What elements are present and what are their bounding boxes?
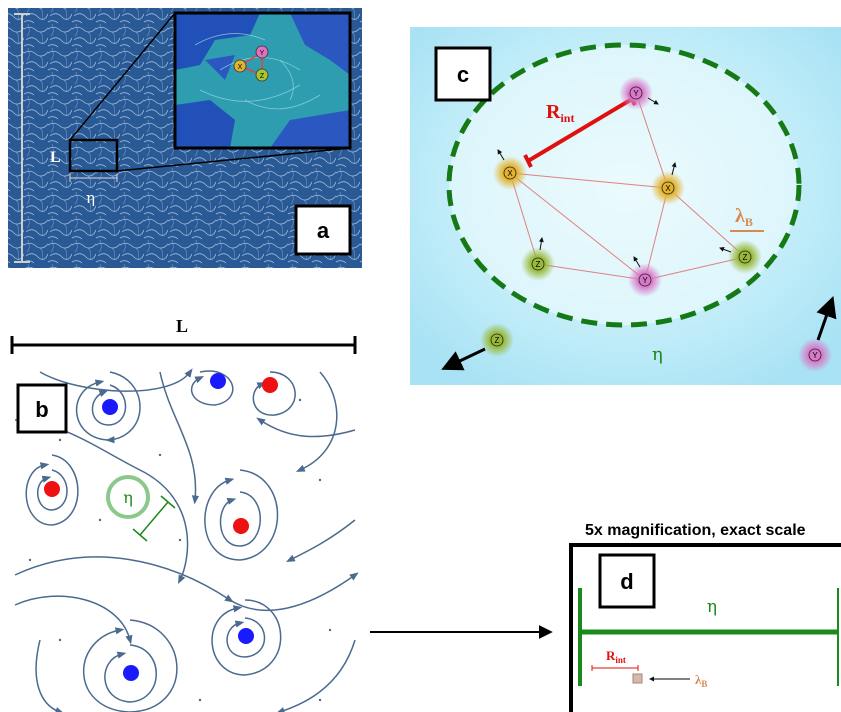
eta-scale-bar <box>139 501 169 536</box>
panel-a: L η Y X Z <box>8 8 362 268</box>
vortex-core-blue <box>102 399 118 415</box>
length-label-a: L <box>50 149 61 166</box>
svg-text:X: X <box>665 184 671 193</box>
lambda-label-d: λB <box>695 672 707 689</box>
panel-d: 5x magnification, exact scale d η Rint λ… <box>569 522 841 712</box>
vortex-core-blue <box>238 628 254 644</box>
panel-b-label-box <box>16 383 68 434</box>
svg-text:Z: Z <box>536 260 541 269</box>
lambda-square <box>632 673 643 684</box>
svg-text:Z: Z <box>495 336 500 345</box>
particle-z <box>738 250 752 264</box>
panel-d-frame <box>569 543 841 712</box>
panel-c: Rint λB Y X X Z Y <box>410 27 841 385</box>
vortex-core-red <box>262 377 278 393</box>
eta-label-b: η <box>123 488 133 507</box>
svg-text:Y: Y <box>642 276 648 285</box>
particle-y <box>629 86 643 100</box>
panel-b: L <box>10 316 359 712</box>
panel-a-label: a <box>317 218 330 243</box>
eta-label-a: η <box>86 189 95 207</box>
lambda-label-c: λB <box>735 205 753 229</box>
particle-z <box>531 257 545 271</box>
zoom-inset: Y X Z <box>173 11 352 150</box>
svg-text:Z: Z <box>260 73 265 80</box>
particles-c: Y X X Z Y Z Z <box>441 76 837 372</box>
particle-z-inset <box>255 68 269 82</box>
vortex-core-blue <box>123 665 139 681</box>
svg-text:Y: Y <box>260 50 265 57</box>
svg-text:Y: Y <box>812 351 818 360</box>
eta-circle <box>106 475 150 519</box>
panel-d-label-box <box>598 553 656 609</box>
panel-c-label-box <box>434 46 492 102</box>
eta-label-d: η <box>707 597 717 617</box>
panel-b-label: b <box>35 397 48 422</box>
panel-c-label: c <box>457 62 469 87</box>
rint-arrow <box>526 97 634 163</box>
particle-z-outside <box>490 333 504 347</box>
svg-text:Z: Z <box>743 253 748 262</box>
particle-y-outside <box>808 348 822 362</box>
rint-label-d: Rint <box>606 648 626 665</box>
svg-text:X: X <box>238 64 243 71</box>
panel-d-label: d <box>620 569 633 594</box>
interaction-boundary <box>446 42 802 328</box>
vortex-core-red <box>233 518 249 534</box>
zoom-box-small <box>68 138 119 173</box>
particle-x-inset <box>233 59 247 73</box>
vortex-core-blue <box>210 373 226 389</box>
vortex-core-red <box>44 481 60 497</box>
particle-y <box>638 273 652 287</box>
svg-text:Y: Y <box>633 89 639 98</box>
panel-d-title: 5x magnification, exact scale <box>585 522 806 539</box>
particle-y-inset <box>255 45 269 59</box>
svg-text:X: X <box>507 169 513 178</box>
particle-x <box>661 181 675 195</box>
particle-x <box>503 166 517 180</box>
eta-label-c: η <box>652 344 663 365</box>
length-label-b: L <box>176 316 188 336</box>
panel-a-label-box <box>294 204 352 256</box>
rint-label-c: Rint <box>546 101 574 125</box>
